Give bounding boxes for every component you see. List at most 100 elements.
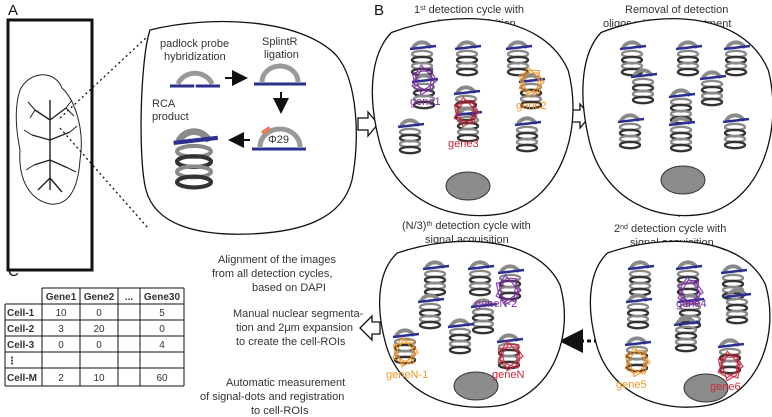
step-splintr-label: SplintR bbox=[262, 36, 298, 48]
table-cell: 0 bbox=[96, 340, 102, 351]
zoom-line-top bbox=[59, 35, 149, 119]
table-cell: 0 bbox=[96, 308, 102, 319]
phi29-label: Φ29 bbox=[268, 134, 289, 146]
gene5-label: gene5 bbox=[616, 379, 647, 391]
rca-coil-cycleN-6 bbox=[447, 318, 475, 355]
rca-product-coil bbox=[173, 128, 219, 190]
signal-gene2 bbox=[518, 66, 545, 98]
step-seg-2: tion and 2μm expansion bbox=[236, 322, 353, 334]
rca-product bbox=[173, 128, 219, 190]
geneN-label: geneN bbox=[492, 369, 524, 381]
nucleus-cycle1 bbox=[445, 171, 491, 201]
step-padlock-label: padlock probe bbox=[160, 38, 229, 50]
signal-geneN2 bbox=[495, 274, 522, 306]
zoom-line-bottom bbox=[59, 127, 149, 229]
rca-coil-cycle2-0 bbox=[627, 260, 655, 297]
step-meas-3: to cell-ROIs bbox=[251, 405, 309, 417]
cycle1-title: 1st detection cycle with bbox=[414, 4, 524, 16]
gene2-label: gene2 bbox=[516, 100, 547, 112]
table-cell: 10 bbox=[93, 373, 105, 384]
signal-gene1 bbox=[411, 64, 438, 96]
rca-coil-removal-3 bbox=[630, 68, 658, 105]
table-cell: 20 bbox=[93, 324, 105, 335]
rca-coil-removal-4 bbox=[699, 70, 727, 107]
step-meas-2: of signal-dots and registration bbox=[200, 391, 344, 403]
ligated-probe bbox=[254, 63, 306, 86]
signal-geneN bbox=[497, 340, 524, 372]
phi29-probe bbox=[252, 126, 306, 151]
nucleus-removal bbox=[660, 165, 706, 195]
step-rca-label-2: product bbox=[152, 111, 189, 123]
table-row-label: Cell-3 bbox=[7, 340, 35, 351]
cells-layer bbox=[371, 18, 772, 408]
step-meas-1: Automatic measurement bbox=[226, 377, 345, 389]
step-seg-3: to create the cell-ROIs bbox=[236, 336, 346, 348]
rca-coil-cycle2-7 bbox=[673, 316, 701, 353]
signal-geneN1 bbox=[392, 336, 419, 368]
table-cell: 10 bbox=[55, 308, 67, 319]
rca-coil-cycle1-2 bbox=[505, 40, 533, 77]
gene4-label: gene4 bbox=[676, 298, 707, 310]
gene6-label: gene6 bbox=[710, 381, 741, 393]
step-seg-1: Manual nuclear segmenta- bbox=[233, 308, 364, 320]
table-header-cell: Gene2 bbox=[84, 292, 115, 303]
gene3-label: gene3 bbox=[448, 138, 479, 150]
table-row-label: Cell-2 bbox=[7, 324, 35, 335]
geneN1-label: geneN-1 bbox=[386, 369, 428, 381]
nucleus-cycleN bbox=[453, 371, 499, 401]
step-rca-label: RCA bbox=[152, 98, 176, 110]
rca-coil-cycle2-5 bbox=[724, 288, 752, 325]
table-cell: 4 bbox=[159, 340, 165, 351]
signal-gene4 bbox=[677, 276, 704, 308]
rca-coil-removal-5 bbox=[668, 88, 696, 125]
table-cell: 2 bbox=[58, 373, 64, 384]
panel-letter-a: A bbox=[8, 2, 18, 19]
step-padlock-label-2: hybridization bbox=[164, 51, 226, 63]
step-align-1: Alignment of the images bbox=[218, 254, 337, 266]
rca-coil-removal-1 bbox=[675, 40, 703, 77]
table-header-cell: ... bbox=[125, 292, 134, 303]
table-cell: 5 bbox=[159, 308, 165, 319]
table-row-label: Cell-M bbox=[7, 373, 37, 384]
rca-coil-removal-8 bbox=[722, 113, 750, 150]
rca-coil-cycleN-4 bbox=[470, 298, 498, 335]
table-cell: 0 bbox=[58, 340, 64, 351]
signal-gene5 bbox=[624, 346, 651, 378]
padlock-probe bbox=[170, 70, 220, 88]
step-align-3: based on DAPI bbox=[252, 282, 326, 294]
panel-letter-b: B bbox=[374, 2, 384, 19]
cycleN-title: (N/3)th detection cycle with bbox=[402, 220, 531, 232]
rca-coil-removal-6 bbox=[617, 113, 645, 150]
rca-coil-cycleN-1 bbox=[467, 260, 495, 297]
rca-coil-cycle2-4 bbox=[677, 293, 705, 330]
step-splintr-label-2: ligation bbox=[264, 49, 299, 61]
geneN2-label: geneN-2 bbox=[475, 298, 517, 310]
tissue-slide bbox=[6, 18, 94, 272]
nucleus-cycle2 bbox=[683, 373, 729, 403]
rca-coil-removal-2 bbox=[723, 40, 751, 77]
table-header-cell: Gene1 bbox=[46, 292, 77, 303]
table-header-cell: Gene30 bbox=[144, 292, 181, 303]
rca-coil-cycleN-3 bbox=[417, 293, 445, 330]
arrow-to-steps bbox=[359, 314, 381, 342]
rca-coil-cycle1-8 bbox=[514, 116, 542, 153]
table-cell: 3 bbox=[58, 324, 64, 335]
signal-gene6 bbox=[717, 350, 744, 382]
rca-coil-cycleN-0 bbox=[422, 260, 450, 297]
rca-coil-removal-7 bbox=[668, 116, 696, 153]
gene1-label: gene1 bbox=[410, 96, 441, 108]
rca-coil-cycleN-2 bbox=[497, 264, 525, 301]
rca-coil-cycle1-6 bbox=[397, 118, 425, 155]
rca-coil-cycle2-3 bbox=[625, 293, 653, 330]
arrow-a-to-b bbox=[357, 110, 379, 138]
table-row-label: ⋮ bbox=[7, 356, 17, 367]
signal-gene3 bbox=[453, 96, 480, 128]
rca-coil-cycle1-1 bbox=[454, 40, 482, 77]
table-cell: 60 bbox=[156, 373, 168, 384]
step-align-2: from all detection cycles, bbox=[212, 268, 332, 280]
table-row-label: Cell-1 bbox=[7, 308, 35, 319]
cycle2-title: 2nd detection cycle with bbox=[614, 223, 726, 235]
removal-title: Removal of detection bbox=[625, 4, 728, 16]
